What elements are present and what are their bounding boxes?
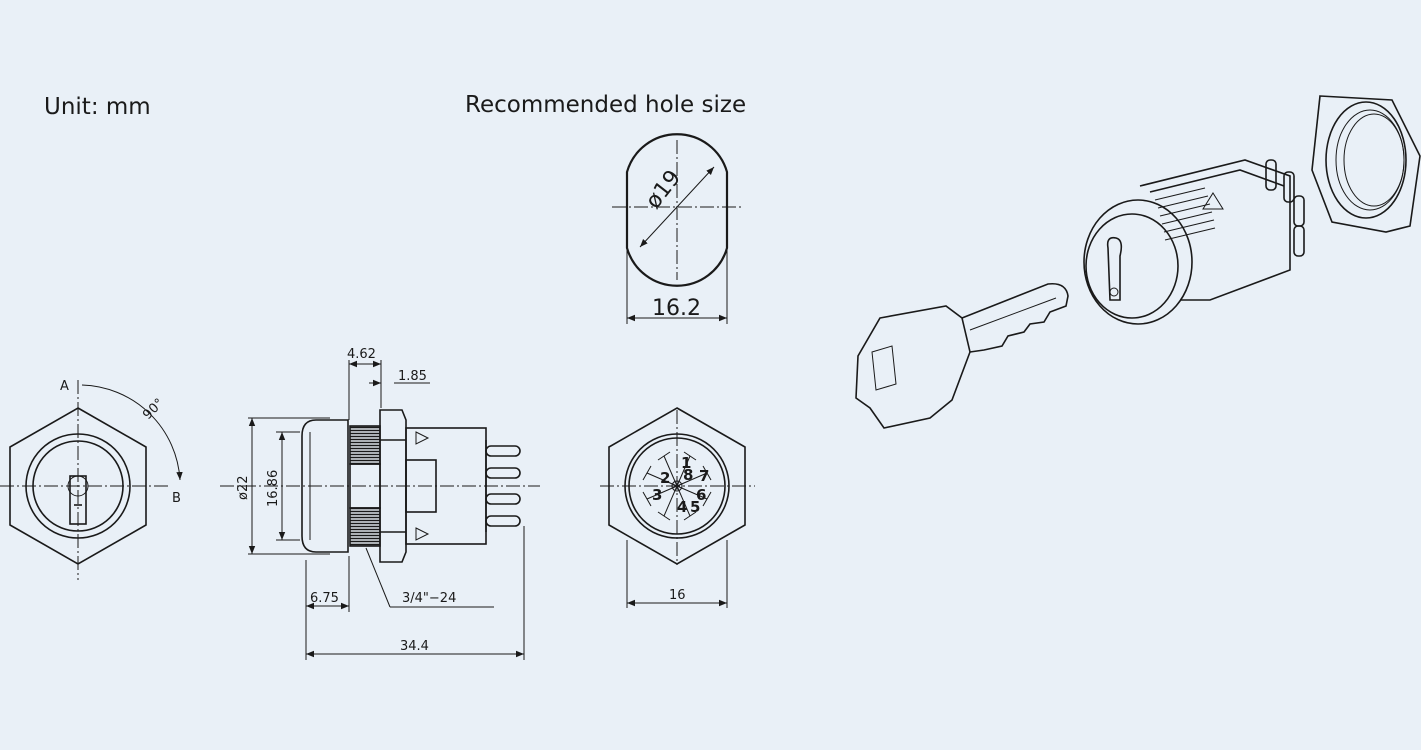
position-a-label: A (60, 379, 69, 394)
mounting-nut-image (1311, 95, 1421, 233)
position-b-label: B (172, 491, 181, 506)
hole-diameter-label: ø19 (641, 166, 686, 214)
key-switch-illustration (855, 95, 1421, 429)
switch-body-image (1083, 159, 1305, 325)
hole-size-view: ø19 16.2 (612, 133, 742, 324)
dim-1-85: 1.85 (398, 369, 427, 384)
pin-label-4: 4 (677, 498, 687, 516)
pin-label-5: 5 (690, 498, 700, 516)
front-view: A B 90° (0, 379, 183, 580)
pin-label-8: 8 (683, 466, 693, 484)
pin-label-2: 2 (660, 469, 670, 487)
pin-label-7: 7 (699, 467, 709, 485)
pin-label-6: 6 (696, 486, 706, 504)
inner-diameter-label: 16.86 (266, 470, 281, 507)
hole-width-label: 16.2 (652, 296, 701, 321)
dim-4-62: 4.62 (347, 347, 376, 362)
dim-6-75: 6.75 (310, 591, 339, 606)
pin-label-3: 3 (652, 486, 662, 504)
hole-size-title: Recommended hole size (465, 92, 746, 118)
pin-label-1: 1 (681, 454, 691, 472)
rear-view: 1 2 3 4 5 6 7 8 16 (600, 407, 755, 608)
rotation-angle-label: 90° (140, 396, 167, 423)
total-length-label: 34.4 (400, 639, 429, 654)
unit-label: Unit: mm (44, 94, 151, 120)
key-image (855, 282, 1069, 429)
side-view: 4.62 1.85 ø22 16.86 6.75 3/4"−24 34.4 (220, 347, 540, 660)
outer-diameter-label: ø22 (236, 476, 251, 501)
rear-width-label: 16 (669, 588, 686, 603)
thread-spec-label: 3/4"−24 (402, 591, 456, 606)
